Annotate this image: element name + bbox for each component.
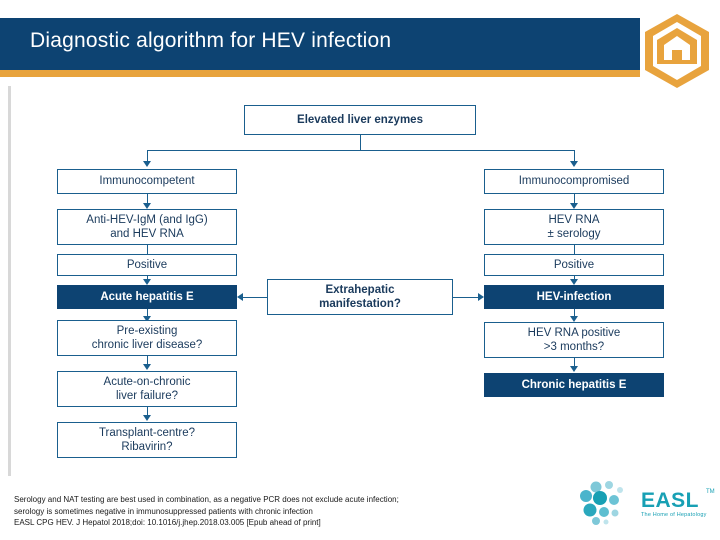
connector-r1 bbox=[574, 194, 575, 203]
header-underline bbox=[0, 70, 640, 77]
node-label: Pre-existing chronic liver disease? bbox=[62, 324, 232, 353]
hexagon-house-icon bbox=[641, 12, 713, 92]
node-label-line1: Extrahepatic bbox=[325, 283, 395, 296]
footnote-line-2: serology is sometimes negative in immuno… bbox=[14, 506, 313, 516]
connector-r4 bbox=[574, 309, 575, 318]
node-acute-hepatitis-e[interactable]: Acute hepatitis E bbox=[57, 285, 237, 309]
arrow-l5 bbox=[143, 364, 151, 370]
connector-l1 bbox=[147, 194, 148, 203]
connector-to-left-branch bbox=[147, 150, 148, 161]
arrow-r3 bbox=[570, 279, 578, 285]
node-chronic-hepatitis-e[interactable]: Chronic hepatitis E bbox=[484, 373, 664, 397]
left-decorative-rule bbox=[8, 86, 11, 476]
node-pre-existing-chronic-liver-disease[interactable]: Pre-existing chronic liver disease? bbox=[57, 320, 237, 356]
node-label: Acute hepatitis E bbox=[100, 290, 194, 303]
easl-trademark: TM bbox=[706, 489, 715, 495]
arrow-to-immunocompromised bbox=[570, 161, 578, 167]
node-label: Immunocompromised bbox=[518, 175, 630, 188]
connector-r5 bbox=[574, 358, 575, 367]
arrow-to-immunocompetent bbox=[143, 161, 151, 167]
node-label-line1: HEV RNA positive bbox=[527, 326, 621, 339]
connector-r2 bbox=[574, 245, 575, 254]
node-label: Elevated liver enzymes bbox=[297, 113, 423, 126]
arrow-r1 bbox=[570, 203, 578, 209]
node-label-line2: manifestation? bbox=[319, 298, 401, 310]
node-positive-left[interactable]: Positive bbox=[57, 254, 237, 276]
footnote-line-3: EASL CPG HEV. J Hepatol 2018;doi: 10.101… bbox=[14, 518, 321, 528]
node-anti-hev-igm-and-hev-rna[interactable]: Anti-HEV-IgM (and IgG) and HEV RNA bbox=[57, 209, 237, 245]
arrow-center-to-hev-infection bbox=[478, 293, 484, 301]
arrow-l4 bbox=[143, 316, 151, 322]
arrow-r4 bbox=[570, 316, 578, 322]
footnote-line-1: Serology and NAT testing are best used i… bbox=[14, 495, 399, 504]
node-label-line1: HEV RNA bbox=[548, 213, 600, 226]
node-extrahepatic-manifestation[interactable]: Extrahepatic manifestation? bbox=[267, 279, 453, 315]
header-band bbox=[0, 18, 640, 70]
node-immunocompromised[interactable]: Immunocompromised bbox=[484, 169, 664, 194]
node-label-line1: Anti-HEV-IgM (and IgG) bbox=[86, 213, 208, 226]
node-label: Transplant-centre? Ribavirin? bbox=[62, 426, 232, 455]
node-label: Positive bbox=[126, 258, 168, 271]
node-label-line1: Transplant-centre? bbox=[98, 426, 196, 439]
node-immunocompetent[interactable]: Immunocompetent bbox=[57, 169, 237, 194]
node-positive-right[interactable]: Positive bbox=[484, 254, 664, 276]
connector-l6 bbox=[147, 407, 148, 416]
footnote: Serology and NAT testing are best used i… bbox=[14, 494, 514, 529]
node-label: HEV-infection bbox=[536, 290, 612, 303]
node-label-line2: liver failure? bbox=[116, 390, 178, 402]
node-label: Acute-on-chronic liver failure? bbox=[62, 375, 232, 404]
node-label-line2: ± serology bbox=[547, 228, 601, 240]
connector-center-left bbox=[243, 297, 267, 298]
connector-l4 bbox=[147, 309, 148, 318]
node-hev-rna-serology[interactable]: HEV RNA ± serology bbox=[484, 209, 664, 245]
node-label-line2: >3 months? bbox=[543, 341, 605, 353]
node-hev-infection[interactable]: HEV-infection bbox=[484, 285, 664, 309]
node-label: HEV RNA ± serology bbox=[489, 213, 659, 242]
node-label: Anti-HEV-IgM (and IgG) and HEV RNA bbox=[62, 213, 232, 242]
node-label-line2: Ribavirin? bbox=[121, 441, 173, 453]
easl-tagline: The Home of Hepatology bbox=[641, 512, 707, 518]
node-label-line1: Pre-existing bbox=[116, 324, 178, 337]
node-elevated-liver-enzymes[interactable]: Elevated liver enzymes bbox=[244, 105, 476, 135]
connector-center-right bbox=[453, 297, 478, 298]
node-transplant-centre-ribavirin[interactable]: Transplant-centre? Ribavirin? bbox=[57, 422, 237, 458]
arrow-l3 bbox=[143, 279, 151, 285]
node-label: HEV RNA positive >3 months? bbox=[489, 326, 659, 355]
node-label-line2: chronic liver disease? bbox=[91, 339, 203, 351]
arrow-r5 bbox=[570, 366, 578, 372]
connector-to-right-branch bbox=[574, 150, 575, 161]
node-label: Extrahepatic manifestation? bbox=[272, 283, 448, 312]
arrow-l6 bbox=[143, 415, 151, 421]
connector-l2 bbox=[147, 245, 148, 254]
easl-wordmark: EASL bbox=[641, 489, 700, 512]
page-title: Diagnostic algorithm for HEV infection bbox=[30, 29, 392, 52]
connector-top-stem bbox=[360, 135, 361, 150]
node-label: Positive bbox=[553, 258, 595, 271]
easl-bubbles-icon bbox=[576, 480, 712, 532]
arrow-center-to-acute-hepatitis bbox=[237, 293, 243, 301]
node-label-line2: and HEV RNA bbox=[110, 228, 184, 240]
node-label: Immunocompetent bbox=[99, 175, 195, 188]
connector-top-split bbox=[147, 150, 574, 151]
node-acute-on-chronic-liver-failure[interactable]: Acute-on-chronic liver failure? bbox=[57, 371, 237, 407]
connector-l5 bbox=[147, 356, 148, 365]
node-label: Chronic hepatitis E bbox=[521, 378, 627, 391]
node-hev-rna-positive-3-months[interactable]: HEV RNA positive >3 months? bbox=[484, 322, 664, 358]
node-label-line1: Acute-on-chronic bbox=[103, 375, 191, 388]
arrow-l1 bbox=[143, 203, 151, 209]
